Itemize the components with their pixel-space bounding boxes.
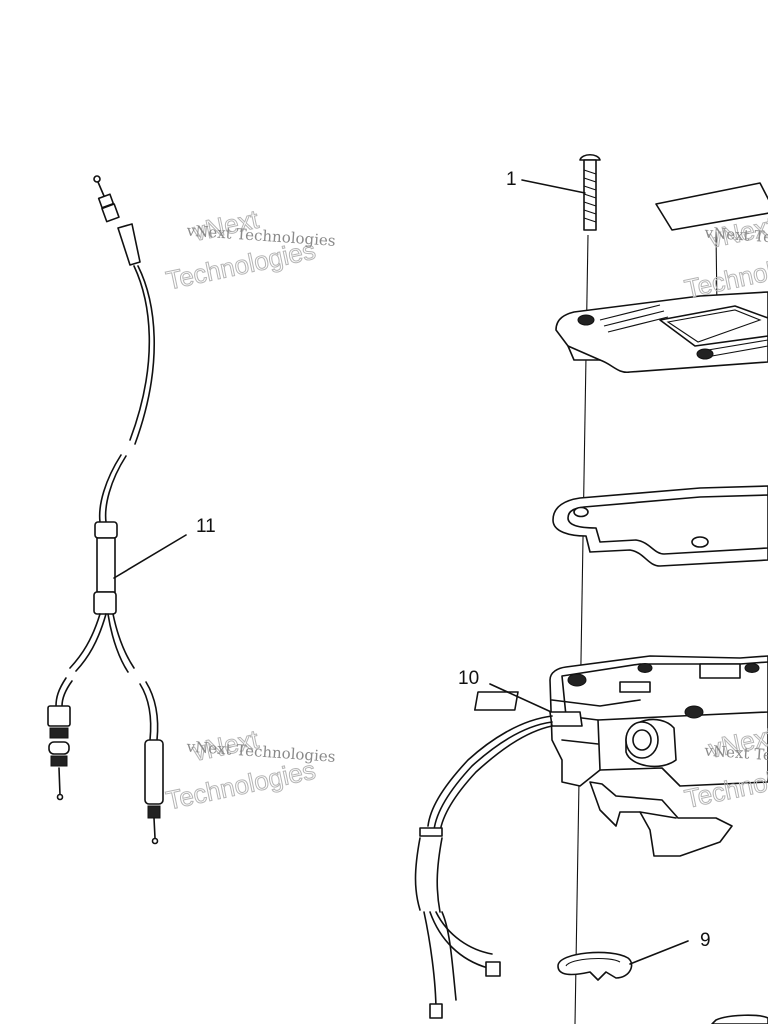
callout-10: 10 (458, 668, 561, 717)
watermark-logo: vNext Technologies vNext Technologies (163, 203, 336, 296)
callout-9: 9 (629, 930, 711, 965)
clip-part-9 (557, 951, 633, 981)
screw-part-1 (579, 153, 601, 231)
partial-part (711, 1014, 768, 1024)
assembly-axis-line (574, 234, 589, 1024)
svg-text:9: 9 (700, 930, 711, 951)
watermark-logo: vNext Technologies vNext Technologies (163, 723, 336, 816)
throttle-cable-assembly (47, 175, 164, 845)
throttle-housing-part-10 (473, 655, 768, 857)
callout-11: 11 (113, 516, 216, 579)
svg-text:10: 10 (458, 668, 479, 689)
callout-1: 1 (506, 169, 586, 194)
gasket (552, 485, 768, 567)
svg-text:11: 11 (196, 516, 216, 537)
svg-text:Technologies: Technologies (163, 755, 318, 816)
wiring-harness (414, 711, 583, 1019)
cover-plate (555, 291, 768, 374)
svg-text:1: 1 (506, 169, 517, 190)
